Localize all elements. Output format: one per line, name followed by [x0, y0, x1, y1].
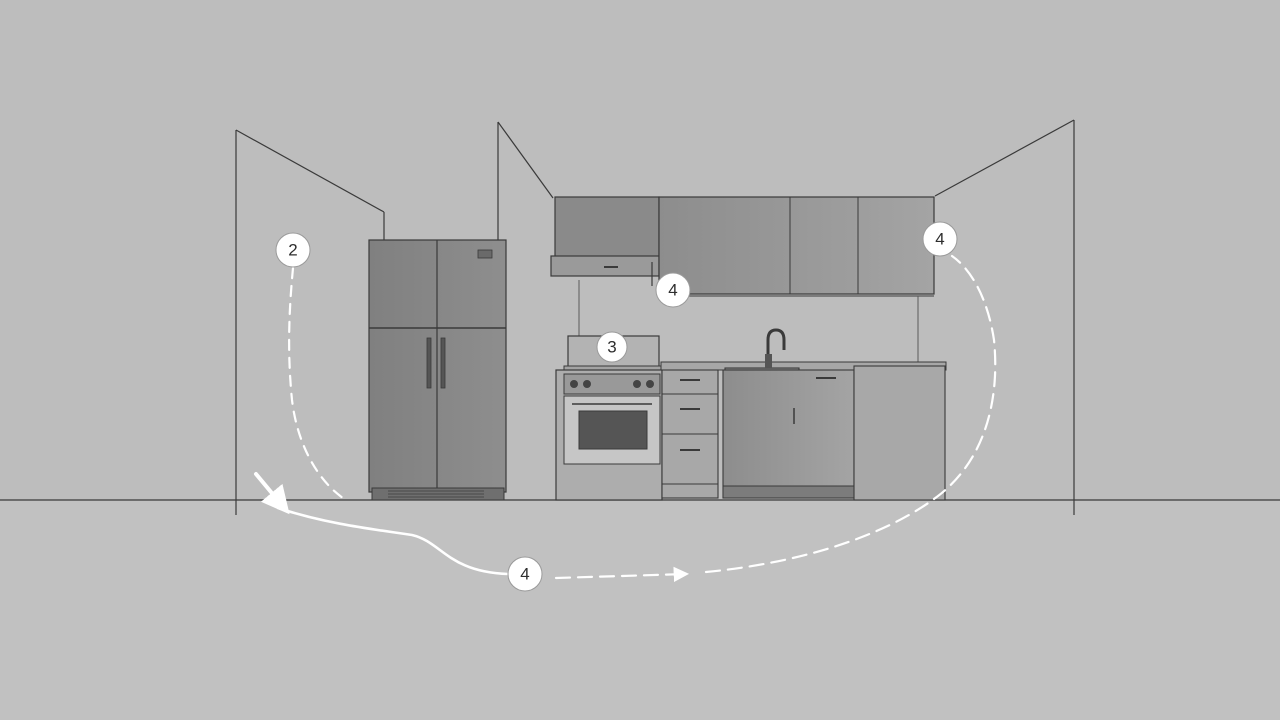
range-hood: [550, 196, 660, 286]
drawer-stack: [661, 369, 719, 499]
left-wall: [235, 129, 385, 515]
end-cabinet: [853, 365, 946, 501]
marker-hood-zone: 4: [655, 272, 691, 308]
marker-stove-zone: 3: [596, 331, 628, 363]
entry-arrow: [254, 472, 290, 515]
floor-solid-path: [276, 506, 510, 576]
marker-label: 4: [668, 281, 677, 300]
left-dashed-path: [288, 266, 348, 502]
upper-cabinets: [658, 196, 935, 297]
backsplash-guides: [578, 280, 919, 362]
marker-floor-path: 4: [507, 556, 543, 592]
marker-label: 4: [520, 565, 529, 584]
marker-label: 3: [607, 338, 616, 357]
marker-label: 2: [288, 241, 297, 260]
marker-fridge-zone: 2: [275, 232, 311, 268]
marker-label: 4: [935, 230, 944, 249]
right-wall: [934, 119, 1075, 515]
lower-cabinet: [722, 369, 855, 499]
marker-right-zone: 4: [922, 221, 958, 257]
floor: [0, 500, 1280, 720]
workflow-paths: [254, 254, 997, 583]
refrigerator: [368, 239, 507, 501]
right-dashed-path: [704, 254, 997, 574]
floor-dashed-arrow: [554, 566, 690, 583]
